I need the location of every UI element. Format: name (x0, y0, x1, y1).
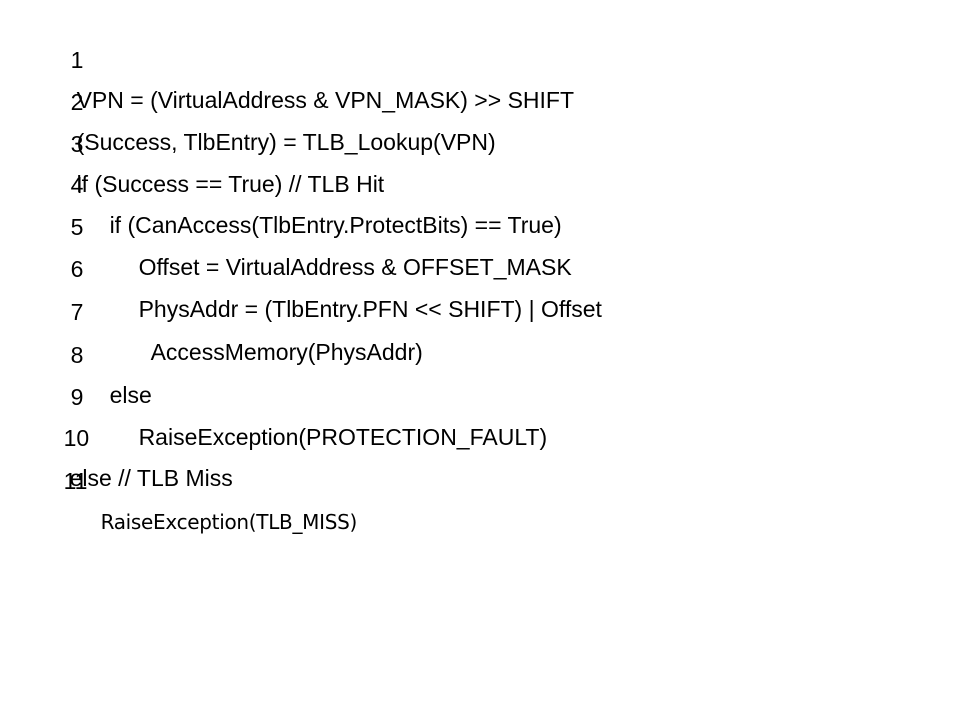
line-number: 5 (70, 214, 84, 240)
code-line-5: 5 Offset = VirtualAddress & OFFSET_MASK (45, 167, 572, 280)
line-number: 6 (70, 256, 84, 282)
code-line-4: 4 if (CanAccess(TlbEntry.ProtectBits) ==… (45, 125, 562, 238)
line-number: 1 (70, 47, 84, 73)
line-number: 9 (70, 384, 84, 410)
code-text: else (109, 382, 152, 408)
code-text: RaiseException(TLB_MISS) (100, 510, 358, 534)
line-number: 2 (70, 89, 84, 115)
line-number: 8 (70, 342, 84, 368)
code-line-11: 11 RaiseException(TLB_MISS) (38, 421, 358, 534)
code-line-1: 1 VPN = (VirtualAddress & VPN_MASK) >> S… (45, 0, 574, 113)
line-number: 7 (70, 299, 84, 325)
code-line-6: 6 PhysAddr = (TlbEntry.PFN << SHIFT) | O… (45, 209, 602, 322)
code-text: if (Success == True) // TLB Hit (76, 171, 385, 197)
code-line-10: 10 else // TLB Miss (38, 378, 233, 491)
code-text: AccessMemory(PhysAddr) (150, 339, 423, 365)
line-number: 4 (70, 172, 84, 198)
line-number: 11 (63, 468, 88, 494)
code-text: Offset = VirtualAddress & OFFSET_MASK (138, 254, 572, 280)
code-text: VPN = (VirtualAddress & VPN_MASK) >> SHI… (76, 87, 575, 113)
code-text: RaiseException(PROTECTION_FAULT) (138, 424, 548, 450)
code-line-8: 8 else (45, 295, 152, 408)
code-line-3: 3 if (Success == True) // TLB Hit (45, 84, 385, 197)
line-number: 3 (70, 131, 84, 157)
code-text: (Success, TlbEntry) = TLB_Lookup(VPN) (76, 129, 496, 155)
code-text: if (CanAccess(TlbEntry.ProtectBits) == T… (109, 212, 562, 238)
code-line-9: 9 RaiseException(PROTECTION_FAULT) (45, 337, 548, 450)
code-text: PhysAddr = (TlbEntry.PFN << SHIFT) | Off… (138, 296, 602, 322)
code-text: else // TLB Miss (69, 465, 233, 491)
code-line-7: 7 AccessMemory(PhysAddr) (45, 252, 423, 365)
code-line-2: 2 (Success, TlbEntry) = TLB_Lookup(VPN) (45, 42, 496, 155)
line-number: 10 (63, 425, 90, 451)
